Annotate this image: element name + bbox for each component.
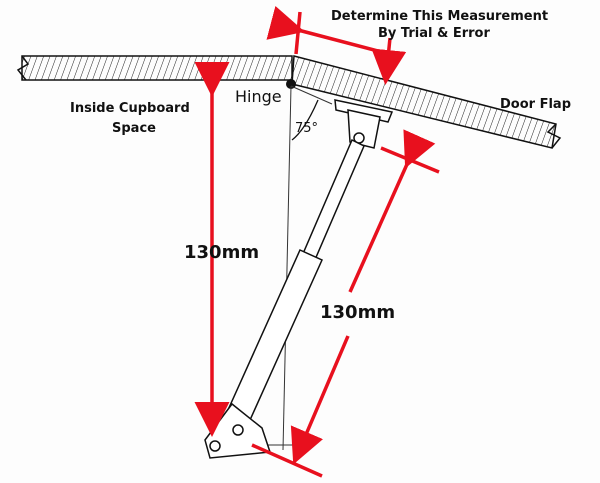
angle-arc — [291, 99, 319, 141]
door-bracket — [334, 99, 394, 149]
cupboard-top-board — [16, 55, 293, 81]
angle-label: 75° — [295, 121, 318, 136]
hinge-pivot — [286, 79, 296, 89]
dimension-lines — [194, 5, 440, 478]
instruction-line-2: By Trial & Error — [378, 26, 490, 41]
hinge-label: Hinge — [235, 87, 282, 106]
door-flap-board — [291, 55, 562, 149]
inside-cupboard-label: Inside Cupboard — [70, 101, 190, 116]
instruction-line-1: Determine This Measurement — [331, 9, 548, 24]
strut-measure-label: 130mm — [320, 302, 395, 323]
inside-space-label: Space — [112, 121, 156, 136]
door-flap-label: Door Flap — [500, 97, 571, 112]
gas-strut — [227, 138, 365, 421]
vertical-measure-label: 130mm — [184, 242, 259, 263]
